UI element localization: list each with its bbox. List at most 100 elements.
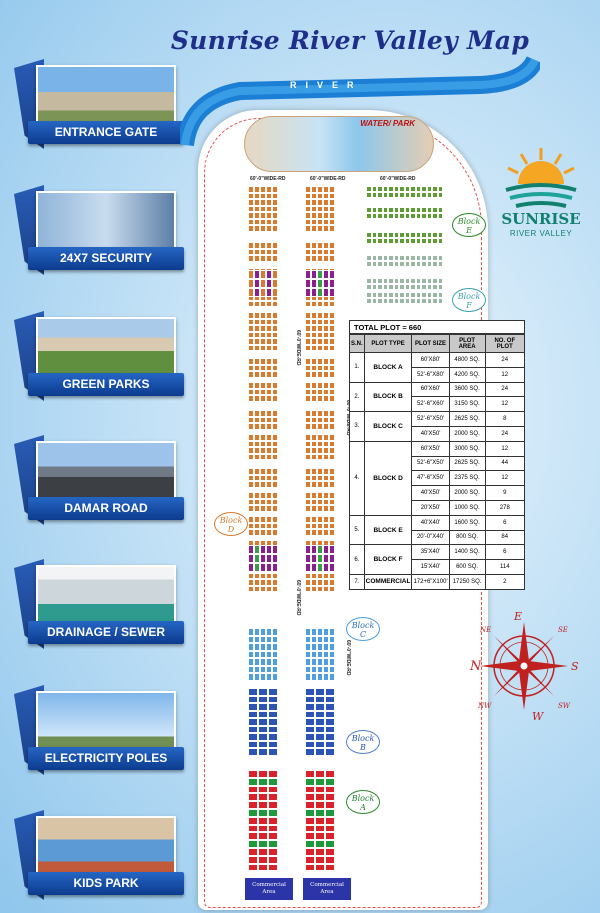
plot-cell [315, 725, 325, 733]
plot-cell [366, 261, 372, 267]
row-sn: 6. [349, 544, 365, 575]
plot-cell [260, 563, 266, 572]
plot-cell [268, 855, 278, 864]
plot-cell [305, 288, 311, 297]
plot-cell [323, 212, 329, 219]
plot-cell [254, 635, 260, 643]
plot-cell [311, 572, 317, 579]
plot-cell [248, 733, 258, 741]
plot-cell [305, 388, 311, 395]
plot-cell [329, 255, 335, 262]
plot-cell [248, 288, 254, 297]
plot-cell [266, 635, 272, 643]
plot-cell [272, 192, 278, 199]
plot-count: 6 [484, 514, 526, 531]
plot-cell [272, 434, 278, 441]
plot-cell [329, 331, 335, 338]
plot-row [366, 186, 443, 198]
plot-cell [305, 808, 315, 817]
plot-cell [432, 192, 438, 198]
plot-cell [268, 793, 278, 802]
plot-cell [317, 205, 323, 212]
plot-cell [432, 278, 438, 284]
plot-cell [437, 298, 443, 304]
plot-cell [366, 213, 372, 219]
logo-subtitle: RIVER VALLEY [509, 229, 573, 238]
plot-cell [254, 248, 260, 255]
plot-cell [258, 695, 268, 703]
plot-area: 2000 SQ. [448, 425, 486, 442]
plot-cell [317, 192, 323, 199]
plot-cell [317, 453, 323, 460]
plot-cell [329, 563, 335, 572]
plot-cell [382, 192, 388, 198]
plot-cell [272, 563, 278, 572]
plot-cell [323, 635, 329, 643]
plot-cell [388, 238, 394, 244]
plot-cell [305, 688, 315, 696]
plot-cell [260, 516, 266, 523]
plot-cell [266, 218, 272, 225]
plot-cell [404, 255, 410, 261]
plot-cell [317, 516, 323, 523]
plot-cell [329, 388, 335, 395]
plot-cell [305, 505, 311, 512]
plot-cell [329, 423, 335, 430]
plot-cell [254, 585, 260, 592]
plot-cell [317, 658, 323, 666]
plot-cell [248, 563, 254, 572]
plot-size: 40'X50' [411, 485, 450, 501]
plot-cell [426, 298, 432, 304]
plot-cell [266, 395, 272, 402]
table-row: 52'-6"X60'3150 SQ.12 [350, 396, 526, 413]
plot-cell [260, 288, 266, 297]
plot-cell [248, 344, 254, 351]
plot-cell [272, 288, 278, 297]
plot-cell [329, 492, 335, 499]
plot-cell [268, 847, 278, 856]
plot-cell [329, 300, 335, 307]
plot-cell [272, 481, 278, 488]
plot-cell [248, 522, 254, 529]
plot-cell [315, 733, 325, 741]
plot-cell [248, 434, 254, 441]
plot-row [366, 292, 443, 304]
plot-cell [323, 505, 329, 512]
plot-grid [305, 242, 335, 262]
plot-cell [272, 382, 278, 389]
plot-cell [329, 529, 335, 536]
plot-area: 2375 SQ. [448, 470, 486, 487]
road-label: 60'-0"WIDE-RD [295, 330, 301, 366]
plot-cell [325, 863, 335, 872]
plot-cell [325, 703, 335, 711]
plot-cell [329, 382, 335, 389]
plot-cell [266, 388, 272, 395]
plot-cell [404, 186, 410, 192]
plot-count: 44 [484, 455, 526, 472]
plot-cell [254, 186, 260, 193]
plot-cell [426, 255, 432, 261]
plot-cell [311, 447, 317, 454]
plot-cell [421, 186, 427, 192]
plot-cell [371, 261, 377, 267]
plot-cell [258, 770, 268, 778]
plot-cell [260, 388, 266, 395]
plot-cell [266, 186, 272, 193]
plot-cell [272, 440, 278, 447]
kids-park-photo [36, 816, 176, 882]
plot-cell [272, 635, 278, 643]
plot-cell [258, 718, 268, 726]
plot-cell [404, 292, 410, 298]
table-row: 15'X40'600 SQ.114 [350, 559, 526, 575]
plot-area: 1600 SQ. [448, 514, 486, 531]
plot-cell [317, 344, 323, 351]
plot-cell [266, 658, 272, 666]
plot-cell [388, 284, 394, 290]
plot-cell [393, 238, 399, 244]
plot-cell [323, 673, 329, 681]
plot-grid [305, 545, 335, 572]
plot-cell [272, 242, 278, 249]
plot-cell [317, 186, 323, 193]
